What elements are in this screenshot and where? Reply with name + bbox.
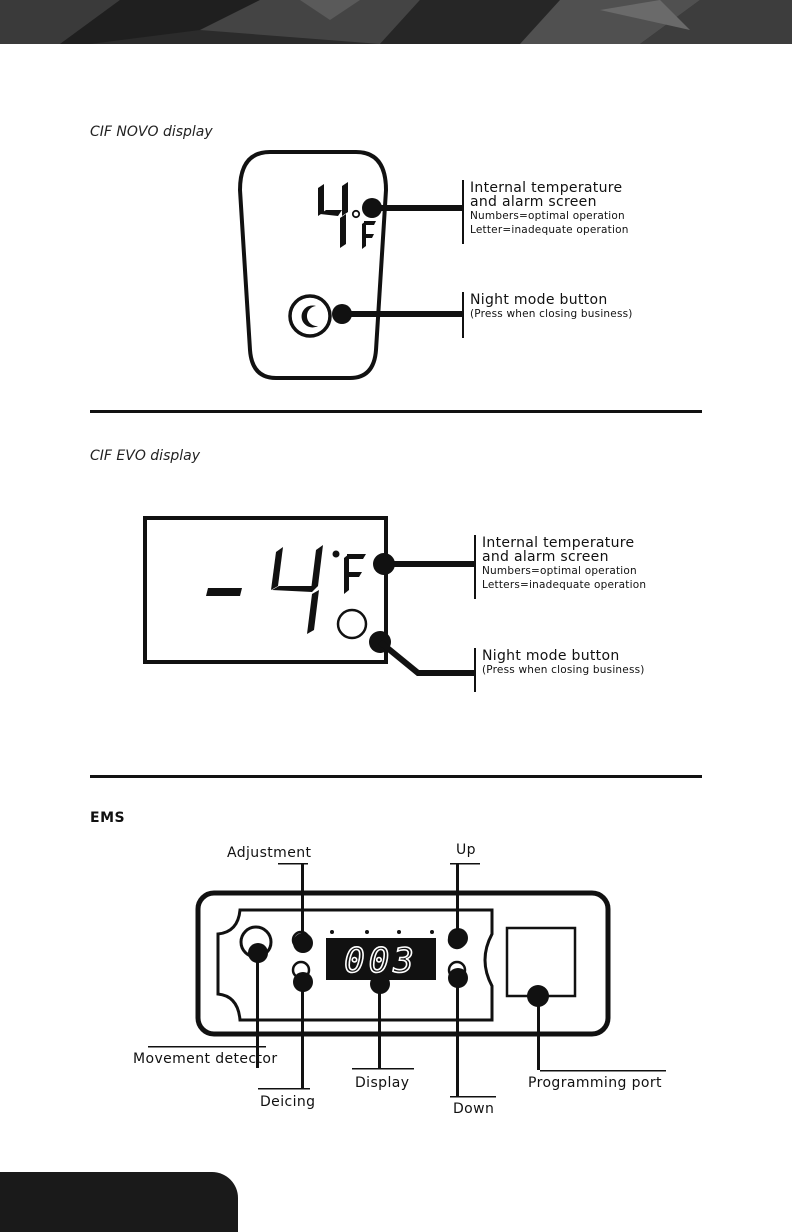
- page-footer-tab: [0, 1172, 238, 1232]
- ems-label-down: Down: [453, 1101, 495, 1117]
- evo-temp-note-1: Numbers=optimal operation: [482, 565, 637, 577]
- ems-label-programming-port: Programming port: [528, 1075, 662, 1091]
- evo-night-label: Night mode button: [482, 648, 620, 664]
- novo-night-label: Night mode button: [470, 292, 608, 308]
- evo-seven-seg-4: [271, 545, 323, 634]
- novo-seven-seg-4: [318, 182, 348, 248]
- ems-label-adjustment: Adjustment: [227, 845, 312, 861]
- novo-seven-seg-F: [362, 221, 376, 249]
- evo-night-note: (Press when closing business): [482, 664, 645, 676]
- evo-display-device: [143, 516, 476, 692]
- ems-label-movement-detector: Movement detector: [133, 1051, 278, 1067]
- ems-label-up: Up: [456, 842, 476, 858]
- novo-temp-label-2: and alarm screen: [470, 194, 597, 210]
- novo-night-label-block: Night mode button (Press when closing bu…: [470, 293, 633, 321]
- evo-temp-label-2: and alarm screen: [482, 549, 609, 565]
- evo-night-label-block: Night mode button (Press when closing bu…: [482, 649, 645, 677]
- ems-controller-device: 003: [148, 863, 666, 1098]
- novo-temp-label: Internal temperature: [470, 180, 623, 196]
- header-banner: [0, 0, 792, 48]
- divider-2: [90, 775, 702, 778]
- novo-temp-note-1: Numbers=optimal operation: [470, 210, 625, 222]
- evo-temp-note-2: Letters=inadequate operation: [482, 579, 647, 591]
- evo-seven-seg-F: [344, 554, 366, 594]
- divider-1: [90, 410, 702, 413]
- evo-temp-label-block: Internal temperature and alarm screen Nu…: [482, 536, 646, 592]
- evo-temp-label: Internal temperature: [482, 535, 635, 551]
- novo-temp-note-2: Letter=inadequate operation: [470, 224, 629, 236]
- novo-night-note: (Press when closing business): [470, 308, 633, 320]
- novo-display-device: [0, 0, 792, 400]
- ems-section-title: EMS: [90, 810, 126, 826]
- novo-temp-label-block: Internal temperature and alarm screen Nu…: [470, 181, 629, 237]
- ems-label-deicing: Deicing: [260, 1094, 316, 1110]
- ems-label-display: Display: [355, 1075, 410, 1091]
- novo-section-title: CIF NOVO display: [90, 124, 213, 140]
- evo-section-title: CIF EVO display: [90, 448, 201, 464]
